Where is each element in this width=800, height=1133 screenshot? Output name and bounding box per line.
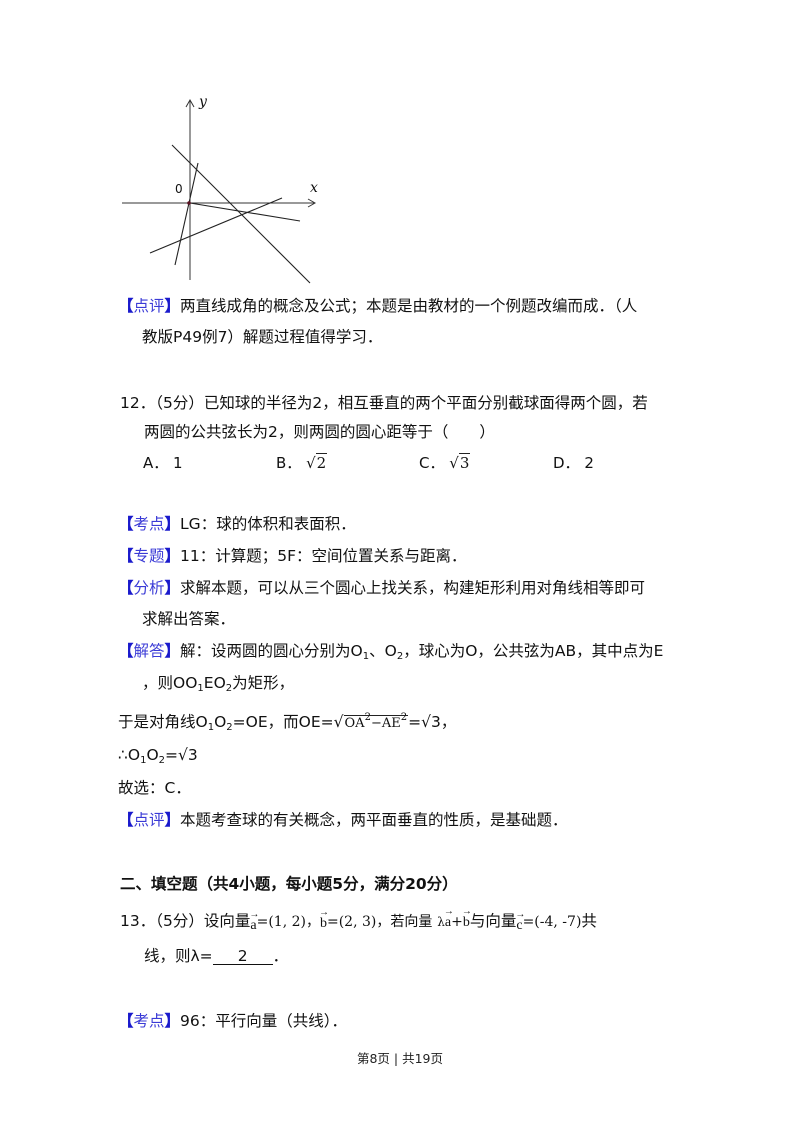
- y-axis-label: y: [199, 94, 207, 110]
- review-text-cont: 教版P49例7）解题过程值得学习．: [142, 328, 383, 346]
- question-score: （5分）: [155, 394, 204, 412]
- kaodian-12: 【考点】LG：球的体积和表面积．: [118, 515, 356, 533]
- option-d: D． 2: [553, 454, 594, 472]
- question-text-cont: 两圆的公共弦长为2，则两圆的圆心距等于（ ）: [144, 423, 495, 441]
- option-c: C． √3: [419, 453, 471, 472]
- jieda-12-line3: 于是对角线O1O2=OE，而OE=√OA2−AE2=√3，: [118, 712, 457, 733]
- question-13: 13．（5分）设向量a=(1, 2)，b=(2, 3)，若向量 λa+b与向量c…: [120, 902, 597, 936]
- option-a: A． 1: [143, 454, 183, 472]
- jieda-12: 【解答】解：设两圆的圆心分别为O1、O2，球心为O，公共弦为AB，其中点为E: [118, 642, 664, 662]
- option-b: B． √2: [276, 453, 328, 472]
- fenxi-12-cont: 求解出答案．: [142, 610, 236, 628]
- page-footer: 第8页 | 共19页: [356, 1051, 444, 1066]
- question-number: 13．: [120, 912, 156, 930]
- section-title: 二、填空题（共4小题，每小题5分，满分20分）: [120, 875, 458, 893]
- question-score: （5分）: [155, 912, 204, 930]
- review-tag: 【点评】: [118, 297, 181, 315]
- coordinate-figure: [122, 98, 317, 284]
- dianping-12: 【点评】本题考查球的有关概念，两平面垂直的性质，是基础题．: [118, 811, 568, 829]
- zhuanti-12: 【专题】11：计算题；5F：空间位置关系与距离．: [118, 547, 467, 565]
- answer-blank: 2: [212, 948, 273, 965]
- question-number: 12．: [120, 394, 156, 412]
- fenxi-12: 【分析】求解本题，可以从三个圆心上找关系，构建矩形利用对角线相等即可: [118, 579, 646, 597]
- question-13-cont: 线，则λ=2．: [144, 947, 289, 965]
- x-axis-label: x: [310, 180, 318, 196]
- jieda-12-line4: ∴O1O2=√3: [118, 746, 198, 766]
- jieda-12-line5: 故选：C．: [118, 779, 191, 797]
- question-text: 已知球的半径为2，相互垂直的两个平面分别截球面得两个圆，若: [203, 394, 648, 412]
- jieda-12-line2: ，则OO1EO2为矩形，: [142, 674, 295, 694]
- review-text: 两直线成角的概念及公式；本题是由教材的一个例题改编而成．（人: [180, 297, 638, 315]
- kaodian-13: 【考点】96：平行向量（共线）．: [118, 1012, 348, 1030]
- origin-label: 0: [175, 182, 183, 196]
